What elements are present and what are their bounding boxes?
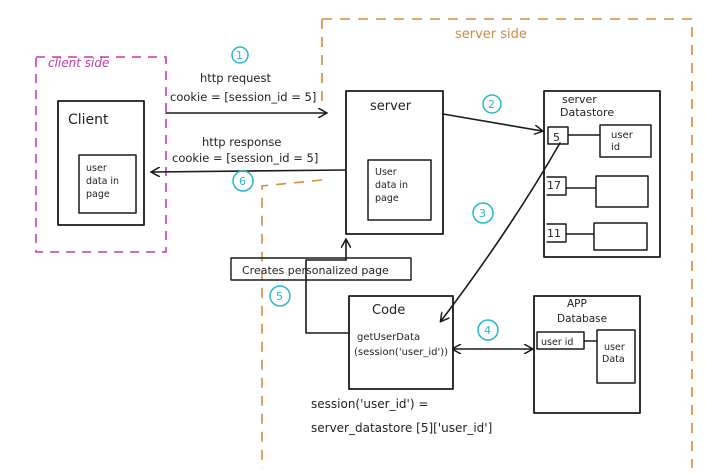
datastore-value-box-2 <box>595 175 649 208</box>
datastore-title-line1: server <box>562 93 597 106</box>
step-3-label: 3 <box>479 207 486 220</box>
app-db-field-user-data-2: Data <box>602 354 625 365</box>
footer-line2: server_datastore [5]['user_id'] <box>311 421 492 435</box>
personalized-label-box <box>230 257 412 281</box>
client-inner-line1: user <box>86 163 107 174</box>
personalized-label: Creates personalized page <box>242 264 389 277</box>
code-node: Code getUserData (session('user_id')) <box>348 295 454 390</box>
step-4: 4 <box>477 319 499 341</box>
datastore-value-line1: user <box>611 130 634 141</box>
footer-line1: session('user_id') = <box>311 397 428 411</box>
server-node: server User data in page <box>345 90 444 235</box>
step-2-label: 2 <box>488 98 495 111</box>
datastore-key-11: 11 <box>547 227 561 240</box>
step-3: 3 <box>472 202 494 224</box>
client-inner-line2: data in <box>86 176 119 187</box>
server-inner-line1: User <box>375 167 397 178</box>
server-inner-line3: page <box>375 193 399 204</box>
datastore-value-line2: id <box>611 142 620 153</box>
step-4-label: 4 <box>484 324 491 337</box>
app-db-user-data-box <box>596 329 636 384</box>
step-6: 6 <box>232 170 254 192</box>
datastore-key-5: 5 <box>553 131 560 144</box>
step-2: 2 <box>482 94 502 114</box>
request-label-2: cookie = [session_id = 5] <box>170 90 316 104</box>
response-label-1: http response <box>202 135 282 149</box>
code-line2: (session('user_id')) <box>354 347 448 358</box>
response-label-2: cookie = [session_id = 5] <box>172 151 318 165</box>
datastore-title-line2: Datastore <box>560 106 614 119</box>
step-1: 1 <box>231 46 249 64</box>
edge-server-to-datastore <box>442 113 542 131</box>
step-1-label: 1 <box>236 49 243 62</box>
edge-http-response: http response cookie = [session_id = 5] <box>152 135 347 172</box>
client-side-region: client side <box>35 56 167 253</box>
client-side-label: client side <box>48 56 109 70</box>
step-markers: 1 2 3 4 5 6 <box>231 46 502 341</box>
server-side-label: server side <box>455 27 527 42</box>
app-database-node: APP Database user id user Data <box>533 295 641 414</box>
app-db-title-line1: APP <box>567 298 587 310</box>
app-db-field-user-id: user id <box>541 337 573 348</box>
client-inner-line3: page <box>86 189 110 200</box>
datastore-key-17: 17 <box>547 179 561 192</box>
datastore-value-box <box>599 124 652 158</box>
step-5-label: 5 <box>276 290 283 303</box>
client-title: Client <box>68 112 109 128</box>
edge-http-request: http request cookie = [session_id = 5] <box>165 71 326 113</box>
client-user-data-box <box>78 154 137 214</box>
server-inner-line2: data in <box>375 180 408 191</box>
request-label-1: http request <box>200 71 271 85</box>
server-side-region: server side <box>261 18 693 468</box>
code-line1: getUserData <box>357 332 420 343</box>
server-title: server <box>370 99 412 114</box>
datastore-value-box-3 <box>593 222 648 251</box>
edge-datastore-to-code <box>441 142 561 321</box>
code-title: Code <box>372 303 405 318</box>
footer-formula: session('user_id') = server_datastore [5… <box>311 397 492 435</box>
step-5: 5 <box>269 285 291 307</box>
step-6-label: 6 <box>239 175 246 188</box>
app-db-field-user-data-1: user <box>604 342 625 353</box>
client-node: Client user data in page <box>57 100 145 226</box>
datastore-node: server Datastore 5 user id 17 11 <box>543 90 661 258</box>
app-db-title-line2: Database <box>557 313 607 325</box>
edge-code-to-server: Creates personalized page <box>230 240 412 334</box>
server-user-data-box <box>367 159 432 221</box>
